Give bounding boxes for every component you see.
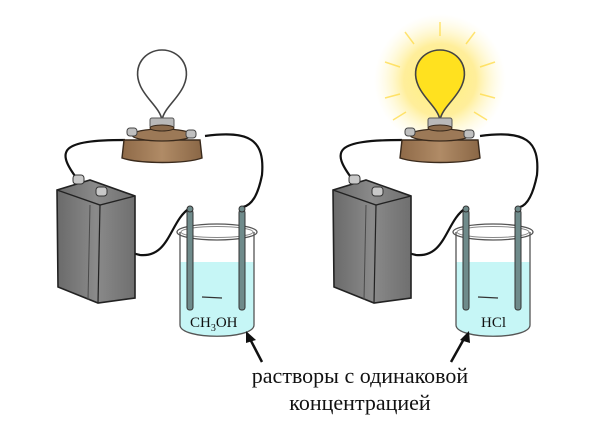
- battery-icon: [332, 174, 412, 304]
- beaker: HCl: [452, 205, 534, 337]
- arrow-icon: [449, 331, 470, 363]
- beaker: CH3OH: [176, 205, 258, 337]
- solution-label-hcl: HCl: [481, 315, 506, 331]
- wire: [64, 138, 126, 181]
- light-bulb-on-icon: [414, 49, 466, 129]
- bulb-socket: [399, 124, 481, 164]
- wire: [339, 138, 403, 181]
- wire: [204, 133, 264, 209]
- wire: [479, 133, 539, 209]
- setup-left-methanol: CH3OH: [56, 49, 264, 363]
- light-bulb-off-icon: [136, 49, 188, 129]
- arrow-icon: [246, 331, 264, 363]
- caption-line-1: растворы с одинаковой: [251, 363, 469, 388]
- caption-line-2: концентрацией: [289, 390, 431, 415]
- bulb-socket: [121, 124, 203, 164]
- solution-label-methanol: CH3OH: [190, 315, 238, 334]
- setup-right-hcl: HCl: [332, 14, 539, 363]
- battery-icon: [56, 174, 136, 304]
